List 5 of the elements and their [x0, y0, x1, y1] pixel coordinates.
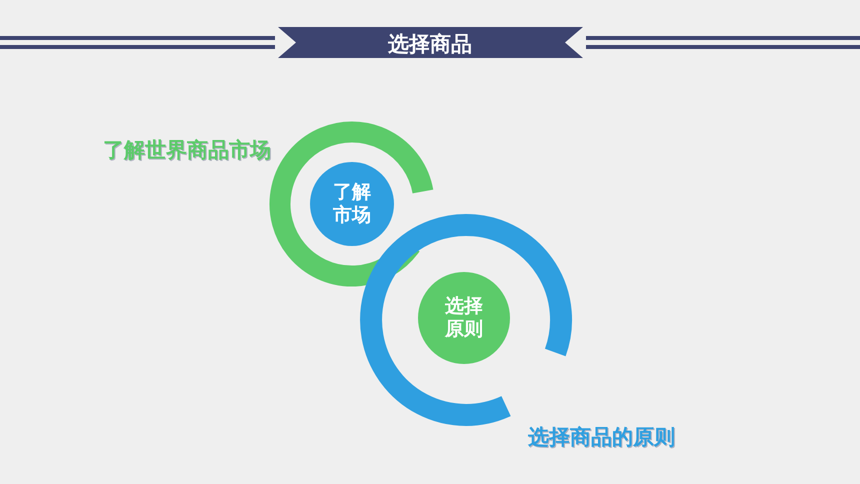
caption-text: 选择商品的原则 [528, 424, 675, 451]
topic-circle: 选择原则 [418, 272, 510, 364]
caption-text: 了解世界商品市场 [103, 137, 271, 164]
topic-circle: 了解市场 [310, 162, 394, 246]
title-text: 选择商品 [387, 31, 473, 58]
